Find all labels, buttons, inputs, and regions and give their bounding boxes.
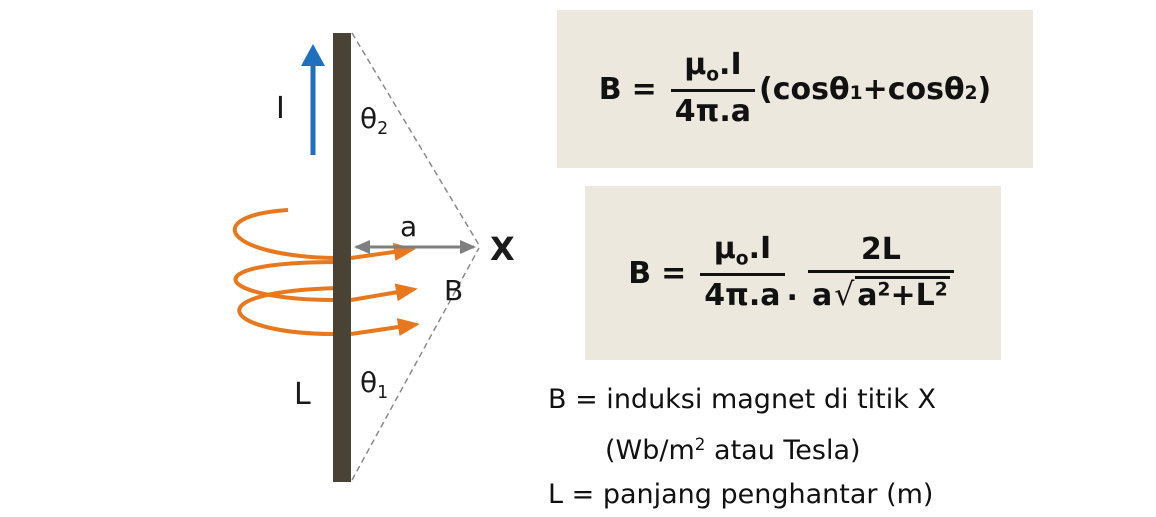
- square-root-symbol: √: [834, 277, 855, 314]
- legend-line-b: B = induksi magnet di titik X: [548, 384, 936, 415]
- theta2-label: θ2: [360, 102, 388, 139]
- formula2-fraction-2: 2L a √ a2+L2: [807, 231, 954, 314]
- formula-box-finite-wire: B = μo.I 4π.a (cosθ1+cosθ2): [557, 10, 1033, 168]
- formula2-equals: =: [661, 255, 687, 291]
- upper-dashed-line: [351, 32, 480, 246]
- formula1-equals: =: [631, 71, 657, 107]
- formula1-lhs: B: [598, 71, 622, 107]
- formula2-denominator-2: a √ a2+L2: [811, 276, 950, 314]
- legend: B = induksi magnet di titik X (Wb/m2 ata…: [548, 378, 1148, 517]
- field-loop-3-front: [350, 318, 420, 336]
- theta1-label: θ1: [360, 366, 388, 403]
- field-loop-1-back: [232, 208, 335, 260]
- point-x-label: X: [490, 230, 515, 268]
- formula2-dot: .: [786, 272, 798, 308]
- formula2-fraction-1: μo.I 4π.a: [700, 231, 785, 314]
- radicand: a2+L2: [855, 276, 950, 313]
- formula2-denominator-1: 4π.a: [704, 278, 781, 314]
- formula2-fraction-bar-2: [807, 270, 954, 273]
- formula2-numerator-2: 2L: [860, 231, 901, 267]
- wire: [333, 33, 351, 482]
- field-loop-2-back: [233, 260, 339, 302]
- legend-line-unit: (Wb/m2 atau Tesla): [605, 434, 861, 467]
- formula-box-length-form: B = μo.I 4π.a . 2L a √ a2+L2: [585, 186, 1001, 360]
- lower-dashed-line: [351, 247, 480, 481]
- field-b-label: B: [444, 274, 463, 307]
- formula2-lhs: B: [628, 255, 652, 291]
- formula-1: B = μo.I 4π.a (cosθ1+cosθ2): [599, 48, 991, 129]
- formula2-numerator-1: μo.I: [713, 231, 772, 270]
- legend-line-l: L = panjang penghantar (m): [548, 479, 934, 511]
- formula1-denominator: 4π.a: [674, 94, 752, 130]
- length-label: L: [294, 377, 311, 412]
- formula1-fraction: μo.I 4π.a: [670, 47, 756, 130]
- field-loop-3-back: [237, 286, 339, 336]
- field-loop-1-front: [350, 243, 416, 261]
- current-label: I: [276, 91, 285, 126]
- wire-field-diagram: I θ2 a X B L θ1: [232, 32, 515, 482]
- field-loop-2-front: [350, 283, 418, 302]
- formula1-numerator: μo.I: [684, 47, 742, 86]
- current-arrow-head: [301, 44, 325, 66]
- formula1-fraction-bar: [670, 89, 756, 93]
- distance-label: a: [400, 210, 417, 243]
- formula1-cos-term: (cosθ1+cosθ2): [759, 71, 992, 107]
- formula-2: B = μo.I 4π.a . 2L a √ a2+L2: [628, 232, 957, 313]
- formula2-fraction-bar-1: [700, 273, 785, 277]
